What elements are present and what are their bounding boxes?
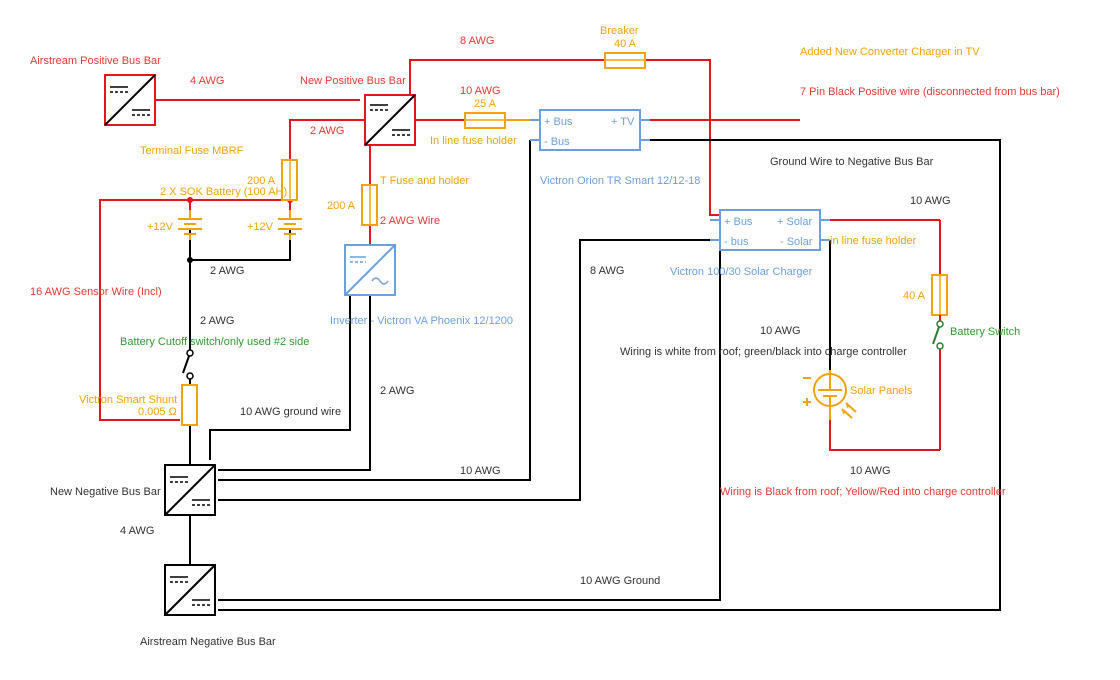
- airstream-negative-bus-bar[interactable]: [164, 564, 216, 616]
- wire-gauge-label: 8 AWG: [460, 35, 494, 47]
- battery-voltage-label: +12V: [247, 221, 274, 233]
- junctions: [187, 197, 293, 263]
- inline-fuse-25a[interactable]: [464, 112, 530, 129]
- fuse-rating-label: 40 A: [903, 290, 926, 302]
- orion-plus-tv-label: + TV: [611, 116, 635, 128]
- new-negative-bus-label: New Negative Bus Bar: [50, 486, 161, 498]
- wire-gauge-label: 2 AWG: [310, 125, 344, 137]
- ground-wire-note: Ground Wire to Negative Bus Bar: [770, 156, 934, 168]
- wire-inverter-ground: [209, 295, 351, 460]
- battery-cutoff-switch[interactable]: [182, 349, 194, 380]
- wire-orion-ground: [218, 139, 1001, 611]
- seven-pin-note: 7 Pin Black Positive wire (disconnected …: [800, 86, 1060, 98]
- battery-left: [178, 210, 202, 240]
- wire-gauge-label: 10 AWG: [460, 465, 501, 477]
- victron-phoenix-inverter[interactable]: [344, 244, 396, 296]
- airstream-negative-bus-label: Airstream Negative Bus Bar: [140, 636, 276, 648]
- wire-gauge-label: 2 AWG: [210, 265, 244, 277]
- solar-panels-label: Solar Panels: [850, 385, 913, 397]
- orion-plus-bus-label: + Bus: [544, 116, 573, 128]
- wire-gauge-label: 8 AWG: [590, 265, 624, 277]
- t-fuse-label: T Fuse and holder: [380, 175, 469, 187]
- solar-plus-bus-label: + Bus: [724, 216, 753, 228]
- new-positive-bus-label: New Positive Bus Bar: [300, 75, 406, 87]
- orion-minus-bus-label: - Bus: [544, 136, 570, 148]
- terminal-fuse-label: Terminal Fuse MBRF: [140, 145, 244, 157]
- shunt-label: Victron Smart Shunt: [79, 394, 177, 406]
- wire-battery-parallel-neg: [189, 230, 291, 261]
- sine-wave-icon: [371, 277, 389, 285]
- wire-pos-to-breaker: [409, 59, 605, 95]
- sensor-wire-label: 16 AWG Sensor Wire (Incl): [30, 286, 162, 298]
- wire-gauge-label: 10 AWG: [760, 325, 801, 337]
- wire-gauge-label: 2 AWG: [200, 315, 234, 327]
- battery-right: [278, 210, 302, 240]
- wire-solar-neg-bus: [218, 239, 720, 501]
- roof-wiring-white-note: Wiring is white from roof; green/black i…: [620, 346, 907, 358]
- wire-gauge-label: 4 AWG: [120, 525, 154, 537]
- wire-sensor: [99, 199, 190, 421]
- junction-dot: [187, 197, 193, 203]
- converter-note: Added New Converter Charger in TV: [800, 46, 980, 58]
- cutoff-switch-label: Battery Cutoff switch/only used #2 side: [120, 336, 309, 348]
- wire-inverter-neg: [218, 295, 371, 471]
- airstream-positive-bus-label: Airstream Positive Bus Bar: [30, 55, 161, 67]
- wire-gauge-label: 10 AWG: [850, 465, 891, 477]
- roof-wiring-black-note: Wiring is Black from roof; Yellow/Red in…: [720, 486, 1006, 498]
- inline-fuse-40a[interactable]: [931, 274, 948, 323]
- wire-breaker-to-solar-bus: [645, 59, 720, 216]
- solar-plus-solar-label: + Solar: [777, 216, 812, 228]
- battery-switch[interactable]: [932, 320, 944, 350]
- victron-orion-charger[interactable]: [530, 109, 650, 151]
- wire-gauge-label: 10 AWG: [910, 195, 951, 207]
- wire-pos-to-terminal-fuse: [289, 119, 365, 160]
- battery-label: 2 X SOK Battery (100 AH): [160, 186, 287, 198]
- victron-smart-shunt[interactable]: [181, 384, 198, 426]
- breaker-label: Breaker: [600, 25, 639, 37]
- solar-minus-solar-label: - Solar: [780, 236, 813, 248]
- terminal-fuse-mbrf[interactable]: [281, 159, 298, 201]
- fuse-rating-label: 200 A: [247, 175, 276, 187]
- orion-name-label: Victron Orion TR Smart 12/12-18: [540, 175, 700, 187]
- ground-wire-label: 10 AWG ground wire: [240, 406, 341, 418]
- wire-gauge-label: 10 AWG: [460, 85, 501, 97]
- solar-charger-name-label: Victron 100/30 Solar Charger: [670, 266, 813, 278]
- wire-gauge-label: 2 AWG Wire: [380, 215, 440, 227]
- solar-panels: [803, 370, 857, 420]
- solar-minus-bus-label: - bus: [724, 236, 749, 248]
- fuse-rating-label: 25 A: [474, 98, 497, 110]
- victron-solar-charger[interactable]: [710, 209, 830, 251]
- new-negative-bus-bar[interactable]: [164, 464, 216, 516]
- battery-voltage-label: +12V: [147, 221, 174, 233]
- breaker-rating-label: 40 A: [614, 38, 637, 50]
- wire-gauge-label: 2 AWG: [380, 385, 414, 397]
- wire-gauge-label: 4 AWG: [190, 75, 224, 87]
- breaker-fuse[interactable]: [604, 52, 646, 69]
- fuse-rating-label: 200 A: [327, 200, 356, 212]
- battery-switch-label: Battery Switch: [950, 326, 1020, 338]
- inline-fuse-holder-label: In line fuse holder: [430, 135, 517, 147]
- new-positive-bus-bar[interactable]: [364, 94, 416, 146]
- wire-solar-ground: [218, 240, 721, 601]
- shunt-ohm-label: 0.005 Ω: [138, 406, 177, 418]
- wire-panel-pos: [829, 420, 940, 451]
- inverter-name-label: Inverter - Victron VA Phoenix 12/1200: [330, 315, 513, 327]
- junction-dot: [187, 257, 193, 263]
- positive-wires: [99, 59, 941, 451]
- inline-fuse-holder-label: in line fuse holder: [830, 235, 917, 247]
- ground-wire-label: 10 AWG Ground: [580, 575, 660, 587]
- negative-wires: [189, 139, 1001, 611]
- airstream-positive-bus-bar[interactable]: [104, 74, 156, 126]
- wire-orion-neg: [218, 140, 531, 481]
- t-fuse-200a[interactable]: [361, 184, 378, 226]
